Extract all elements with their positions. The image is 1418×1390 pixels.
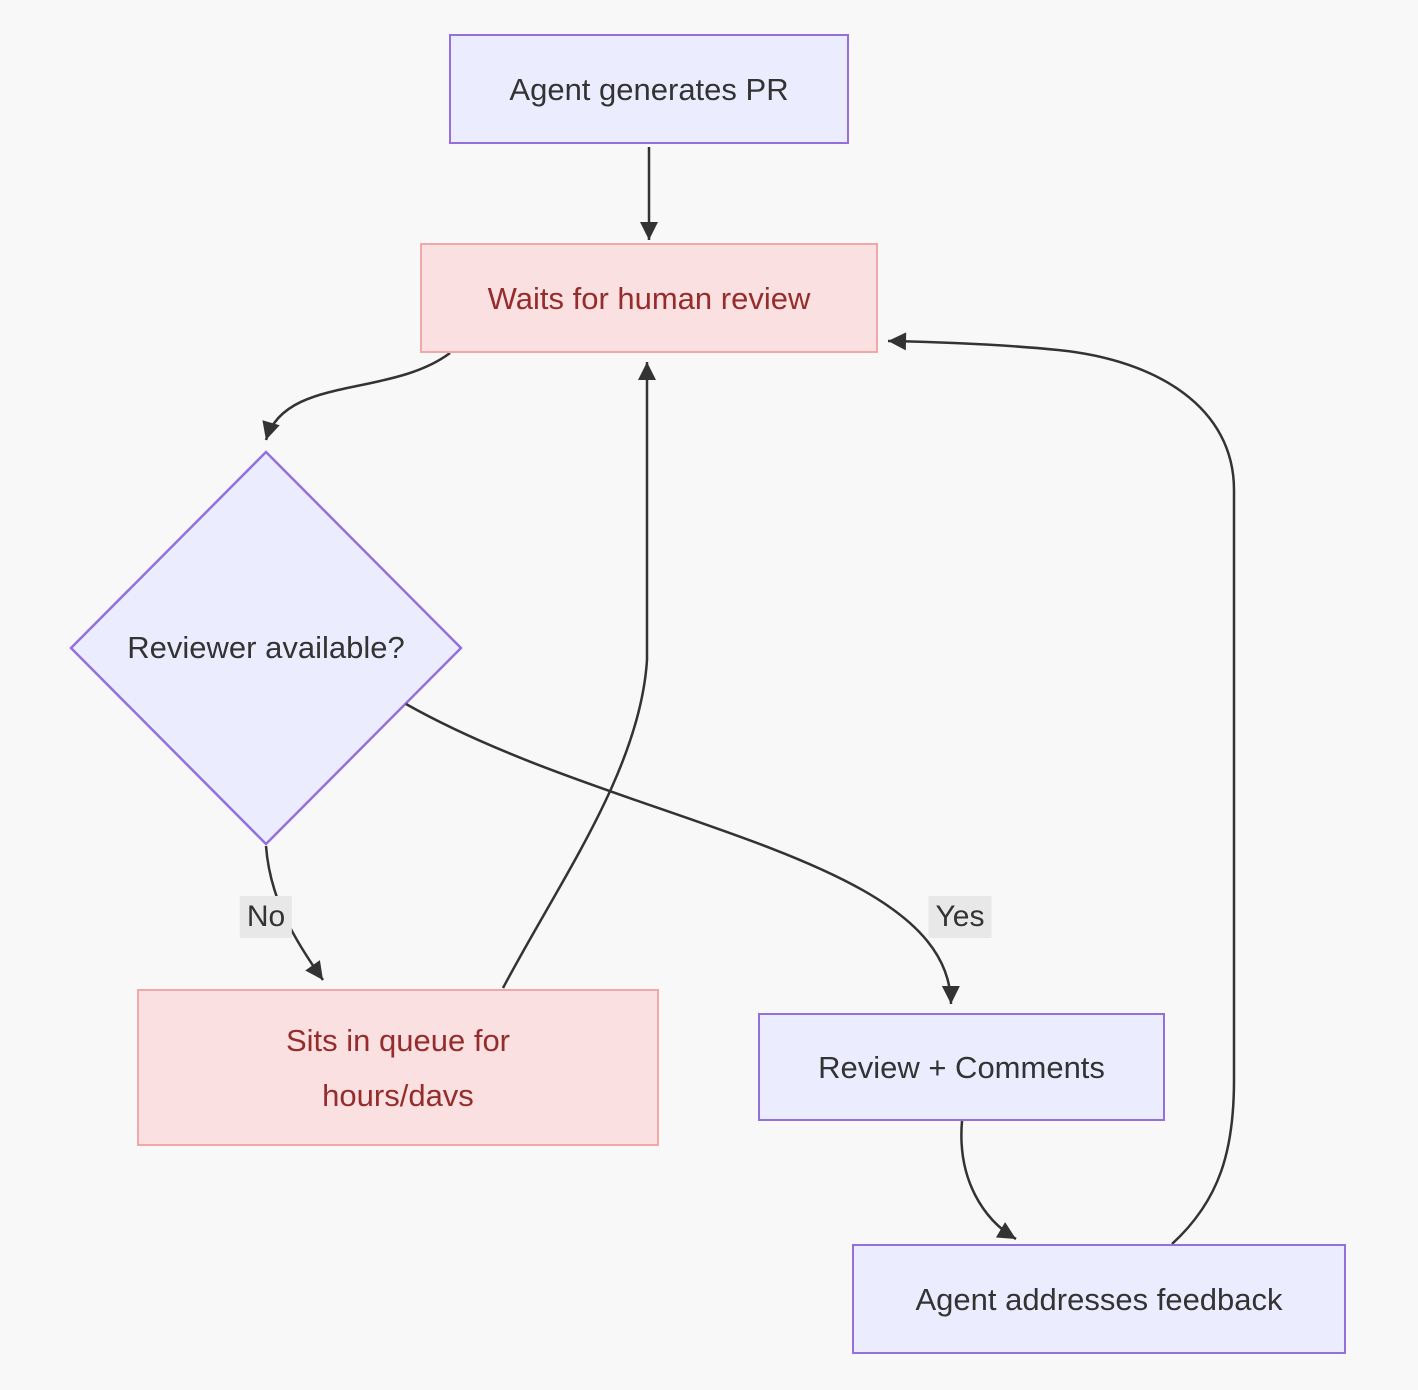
node-agent-addresses-feedback-label: Agent addresses feedback <box>915 1281 1283 1317</box>
edge-label-yes: Yes <box>928 896 992 938</box>
node-sits-in-queue-label-line1: Sits in queue for <box>285 1022 511 1058</box>
node-waits-for-human-review: Waits for human review <box>420 243 878 353</box>
node-agent-generates-pr: Agent generates PR <box>449 34 849 144</box>
edge-label-no: No <box>239 896 293 938</box>
edge-waits-to-decision <box>262 351 451 441</box>
decision-reviewer-available-label: Reviewer available? <box>127 630 405 665</box>
node-agent-addresses-feedback: Agent addresses feedback <box>852 1244 1346 1354</box>
node-sits-in-queue: Sits in queue for hours/davs <box>137 989 659 1146</box>
edge-review-to-feedback <box>960 1120 1017 1241</box>
edge-feedback-to-waits <box>887 332 1236 1245</box>
node-review-comments-label: Review + Comments <box>818 1049 1105 1085</box>
edge-decision-to-review-yes <box>405 702 960 1005</box>
decision-diamond-shape <box>69 450 463 846</box>
node-agent-generates-pr-label: Agent generates PR <box>509 71 789 107</box>
node-sits-in-queue-label-line2: hours/davs <box>322 1077 474 1113</box>
node-review-comments: Review + Comments <box>758 1013 1165 1121</box>
node-waits-for-human-review-label: Waits for human review <box>487 280 811 316</box>
edge-queue-to-waits <box>501 362 656 989</box>
